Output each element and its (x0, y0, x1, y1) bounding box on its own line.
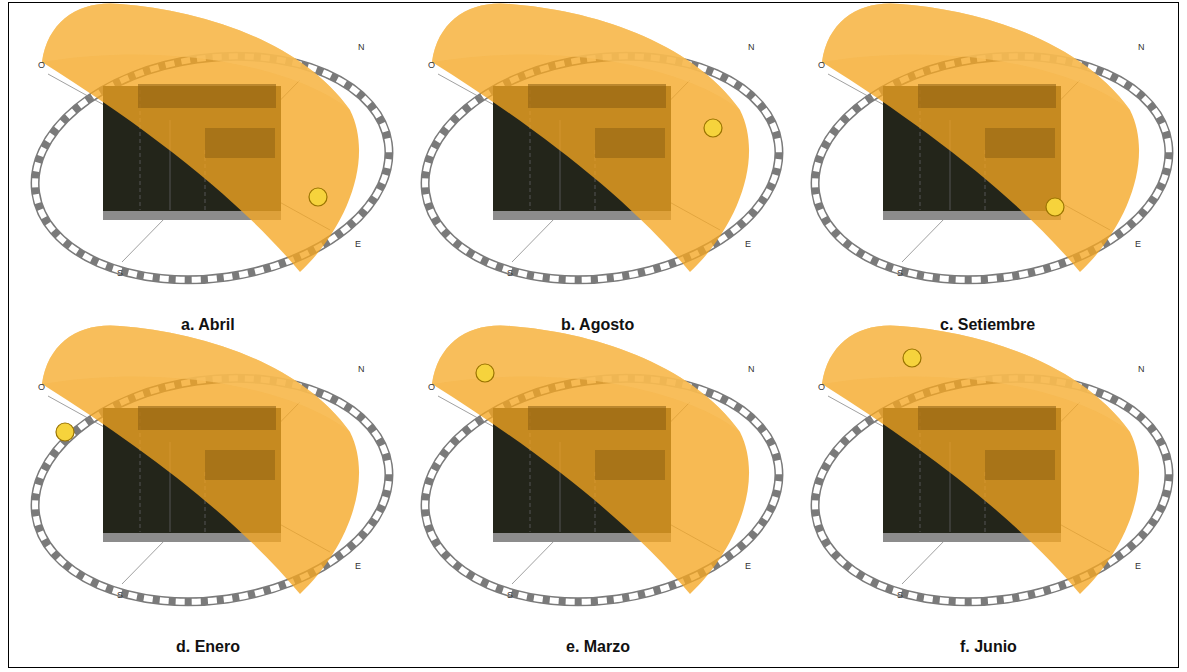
compass-letter: O (38, 60, 45, 70)
sun-path-panel (410, 3, 793, 301)
sun-path-surface (432, 3, 749, 272)
sun-path-top (822, 325, 1130, 432)
sun-path-top (432, 325, 740, 432)
compass-letter: O (38, 382, 45, 392)
compass-letter: S (117, 268, 123, 278)
sun-path-top (432, 3, 740, 110)
sun-marker (704, 119, 722, 137)
sun-path-panel (20, 3, 403, 301)
sun-path-panel (20, 325, 403, 623)
compass-letter: O (818, 382, 825, 392)
compass-letter: E (1135, 561, 1141, 571)
sun-path-panel (800, 325, 1183, 623)
compass-letter: N (358, 364, 365, 374)
compass-letter: S (897, 268, 903, 278)
sun-path-surface (822, 3, 1139, 272)
sun-path-panel (800, 3, 1183, 301)
building-roof (918, 406, 1056, 430)
building-roof (138, 406, 276, 430)
building-roof (528, 84, 666, 108)
compass-letter: O (818, 60, 825, 70)
sun-path-surface (42, 3, 359, 272)
compass-letter: O (428, 382, 435, 392)
building-roof (985, 128, 1055, 158)
compass-letter: N (1138, 42, 1145, 52)
sun-path-surface (42, 325, 359, 594)
building-roof (595, 450, 665, 480)
compass-letter: E (1135, 239, 1141, 249)
building-roof (595, 128, 665, 158)
compass-letter: S (507, 590, 513, 600)
compass-letter: N (358, 42, 365, 52)
sun-path-surface (822, 325, 1139, 594)
panel-caption: f. Junio (960, 638, 1017, 656)
sun-marker (56, 423, 74, 441)
compass-letter: S (897, 590, 903, 600)
sun-path-top (42, 325, 350, 432)
sun-marker (309, 188, 327, 206)
panel-caption: b. Agosto (561, 316, 634, 334)
sun-path-top (42, 3, 350, 110)
compass-letter: N (748, 364, 755, 374)
building-roof (205, 450, 275, 480)
sun-path-top (822, 3, 1130, 110)
compass-letter: E (745, 239, 751, 249)
panel-caption: e. Marzo (566, 638, 630, 656)
building-roof (985, 450, 1055, 480)
compass-letter: S (507, 268, 513, 278)
sun-marker (1046, 198, 1064, 216)
sun-marker (476, 364, 494, 382)
sun-path-surface (432, 325, 749, 594)
building-roof (918, 84, 1056, 108)
compass-letter: N (748, 42, 755, 52)
building-roof (205, 128, 275, 158)
compass-letter: S (117, 590, 123, 600)
panel-caption: d. Enero (176, 638, 240, 656)
compass-letter: E (355, 239, 361, 249)
panel-caption: c. Setiembre (940, 316, 1035, 334)
sun-marker (903, 349, 921, 367)
compass-letter: N (1138, 364, 1145, 374)
building-roof (138, 84, 276, 108)
panel-caption: a. Abril (181, 316, 235, 334)
sun-path-panel (410, 325, 793, 623)
compass-letter: O (428, 60, 435, 70)
compass-letter: E (355, 561, 361, 571)
building-roof (528, 406, 666, 430)
compass-letter: E (745, 561, 751, 571)
